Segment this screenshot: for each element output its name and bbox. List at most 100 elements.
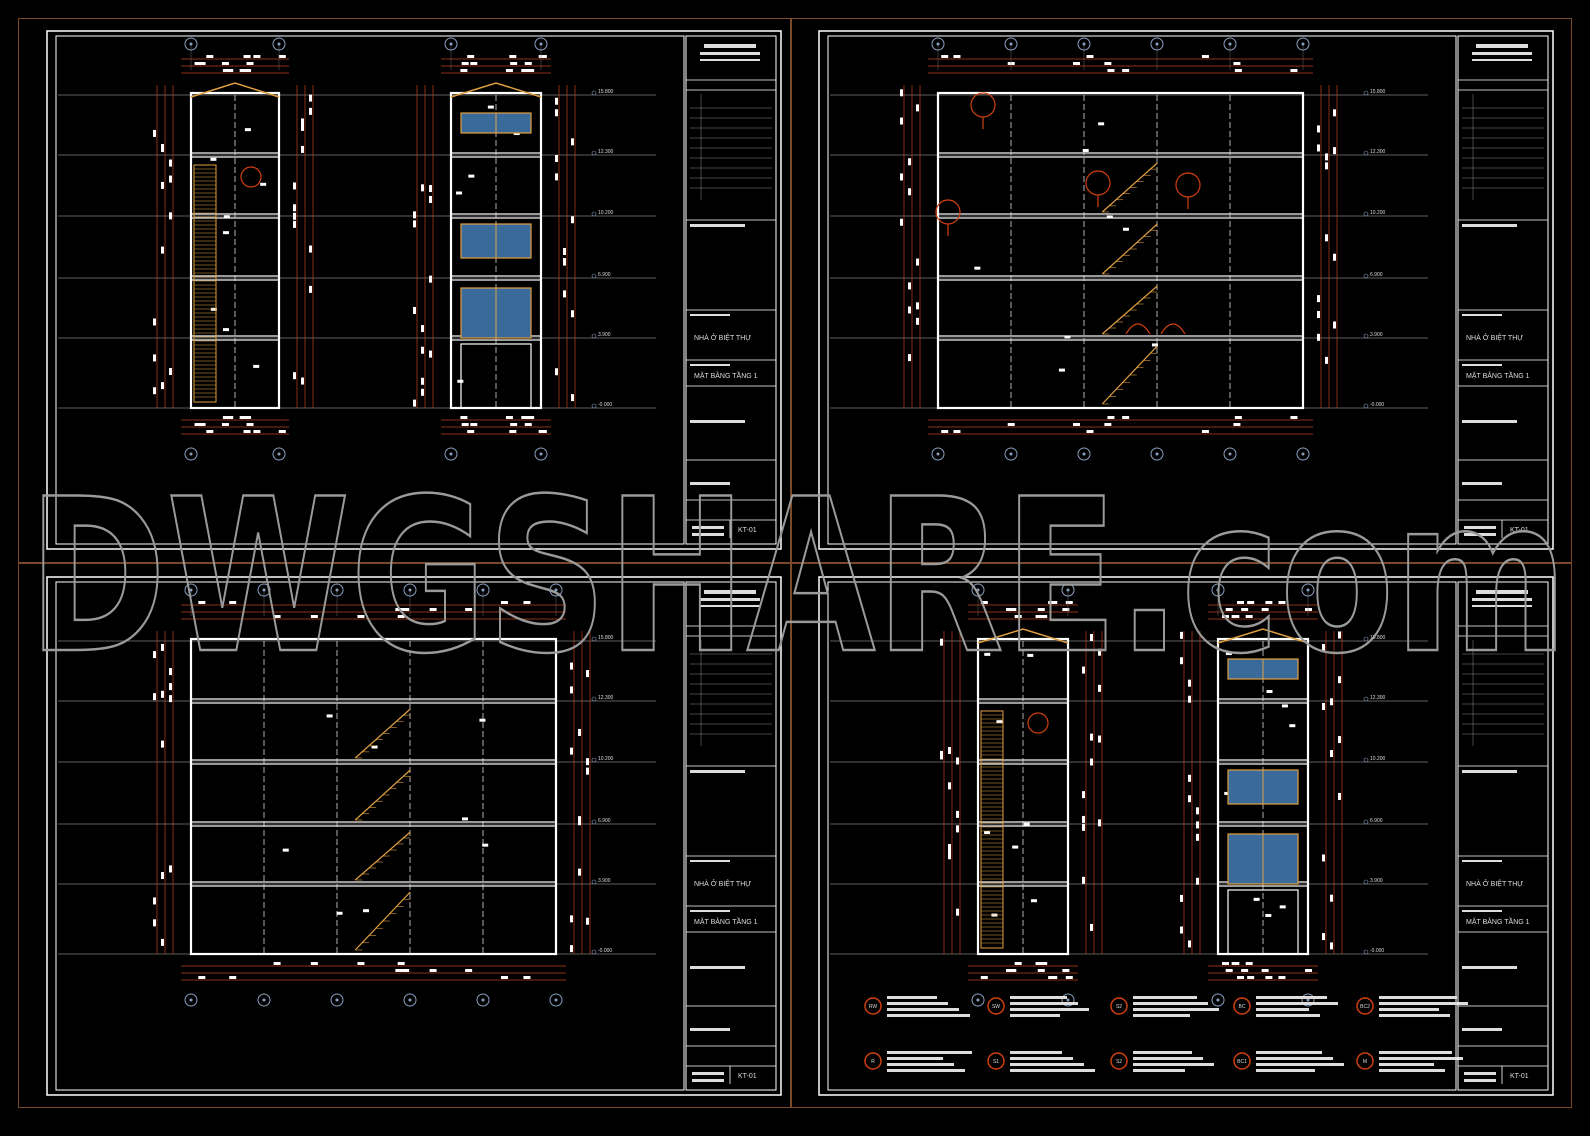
field-label <box>690 966 745 969</box>
dimension-text <box>421 388 424 396</box>
legend-text-line <box>1379 1051 1452 1054</box>
dimension-text <box>402 969 410 972</box>
dimension-text <box>527 416 535 419</box>
plant-icon <box>1160 323 1186 335</box>
level-label: 15.800 <box>1370 89 1386 95</box>
field-label <box>1462 1028 1502 1031</box>
dimension-text <box>1333 147 1336 155</box>
legend-text-line <box>1379 1069 1445 1072</box>
dimension-text <box>194 62 202 65</box>
grid-bubble-icon <box>931 447 945 461</box>
level-marker-icon <box>591 90 597 96</box>
level-marker-icon <box>1363 273 1369 279</box>
dimension-text <box>273 962 281 965</box>
field-label <box>692 526 724 529</box>
dimension-text <box>941 55 949 58</box>
dimension-text <box>1317 333 1320 341</box>
grid-bubble-dot <box>189 452 193 456</box>
legend-text-line <box>1010 1057 1073 1060</box>
dimension-text <box>169 175 172 183</box>
grid-bubble-dot <box>976 588 980 592</box>
room-label <box>974 266 981 270</box>
drawing-name: MẶT BẰNG TẦNG 1 <box>1466 916 1530 926</box>
building-elevation <box>413 37 576 461</box>
grid-bubble-dot <box>1009 42 1013 46</box>
grid-bubble-dot <box>449 452 453 456</box>
room-label <box>1266 689 1273 693</box>
plant-icon <box>1125 323 1151 335</box>
dimension-text <box>429 275 432 283</box>
grid-bubble-icon <box>1061 993 1075 1007</box>
dimension-text <box>1305 608 1313 611</box>
dimension-text <box>402 608 410 611</box>
room-label <box>282 848 289 852</box>
dimension-text <box>570 747 573 755</box>
dimension-text <box>1278 601 1286 604</box>
dimension-text <box>278 55 286 58</box>
dimension-text <box>980 601 988 604</box>
room-label <box>244 128 251 132</box>
room-label <box>479 718 486 722</box>
building-outline <box>936 91 1305 410</box>
legend-text-line <box>887 996 937 999</box>
dimension-text <box>908 158 911 166</box>
dimension-text <box>161 145 164 153</box>
grid-bubble-dot <box>1301 42 1305 46</box>
legend-text-line <box>1133 1051 1192 1054</box>
dimension-text <box>198 62 206 65</box>
dimension-text <box>243 430 251 433</box>
dimension-text <box>429 608 437 611</box>
floor-slab <box>190 698 557 704</box>
stair-section <box>980 710 1004 949</box>
grid-bubble-icon <box>1296 447 1310 461</box>
dimension-text <box>1180 926 1183 934</box>
room-label <box>363 909 370 913</box>
legend-tag-label: BC1 <box>1237 1059 1247 1065</box>
dimension-text <box>161 938 164 946</box>
dimension-text <box>153 129 156 137</box>
grid-bubble-icon <box>1211 583 1225 597</box>
project-name: NHÀ Ở BIỆT THỰ <box>694 879 751 888</box>
company-logo-bar <box>704 44 756 48</box>
dimension-text <box>953 55 961 58</box>
grid-bubble-dot <box>554 998 558 1002</box>
grid-bubble-dot <box>335 998 339 1002</box>
dimension-text <box>563 247 566 255</box>
grid-bubble-icon <box>1150 447 1164 461</box>
field-label <box>1464 1079 1496 1082</box>
dimension-text <box>1037 969 1045 972</box>
legend-text-line <box>1379 1008 1439 1011</box>
room-label <box>371 745 378 749</box>
dimension-text <box>1188 940 1191 948</box>
dimension-text <box>523 976 531 979</box>
legend-text-line <box>1256 1057 1333 1060</box>
dimension-text <box>1322 933 1325 941</box>
level-label: 3.900 <box>1370 878 1383 884</box>
legend-text-line <box>1133 1063 1214 1066</box>
grid-bubble-dot <box>189 42 193 46</box>
sheet-frame <box>818 30 1554 550</box>
dimension-text <box>510 62 518 65</box>
grid-bubble-dot <box>554 588 558 592</box>
dimension-text <box>222 416 230 419</box>
dimension-text <box>1247 976 1255 979</box>
dimension-text <box>1038 962 1046 965</box>
legend-text-line <box>1379 996 1457 999</box>
dimension-text <box>153 897 156 905</box>
level-label: 12.300 <box>598 149 614 155</box>
dimension-text <box>900 89 903 97</box>
legend-text-line <box>887 1014 970 1017</box>
dimension-text <box>1196 821 1199 829</box>
grid-bubble-icon <box>1223 447 1237 461</box>
drawing-area-frame <box>827 35 1457 545</box>
dimension-text <box>1330 894 1333 902</box>
field-label <box>692 1072 724 1075</box>
dimension-text <box>1225 608 1233 611</box>
field-label <box>690 860 730 862</box>
dimension-text <box>505 416 513 419</box>
